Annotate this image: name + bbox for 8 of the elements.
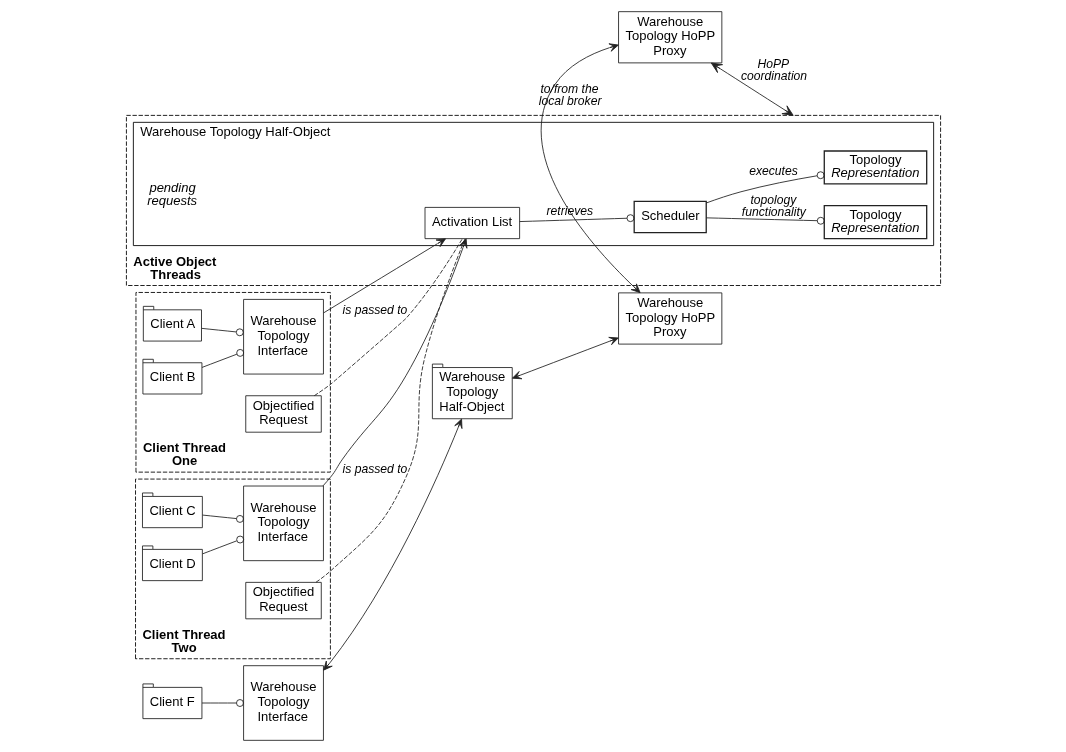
edge-label: is passed to — [342, 462, 407, 477]
edge-label: topology functionality — [741, 193, 806, 220]
edge-label: HoPP coordination — [740, 56, 807, 83]
edge-label: is passed to — [342, 303, 407, 318]
label: pending requests — [146, 179, 197, 208]
edge-label: to/from the local broker — [538, 81, 601, 109]
edge-label: retrieves — [546, 204, 593, 219]
edge-label: executes — [748, 163, 798, 178]
